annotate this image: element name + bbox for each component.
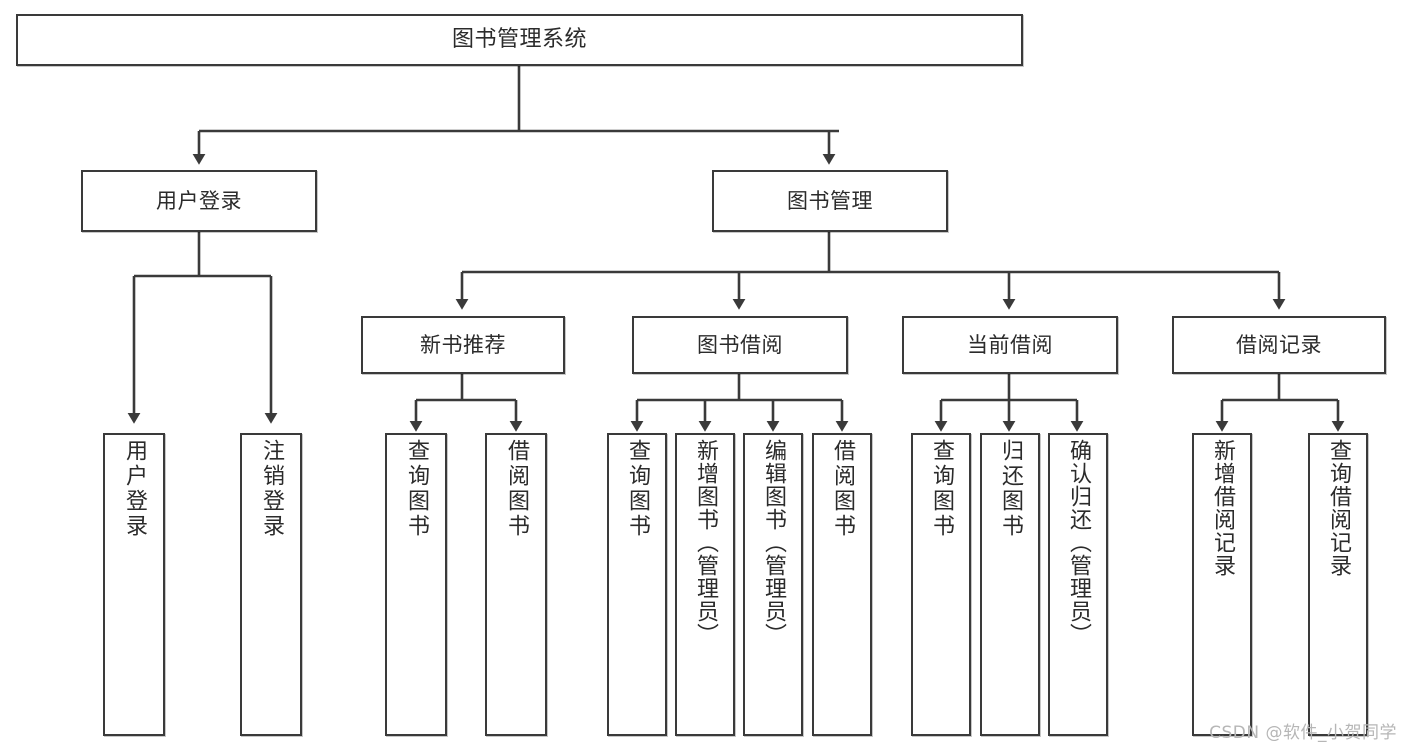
- leaf-new-book-query-books[interactable]: 查询图书: [385, 433, 447, 736]
- leaf-current-borrow-query-books[interactable]: 查询图书: [911, 433, 971, 736]
- node-label: 新增借阅记录: [1210, 439, 1235, 577]
- node-book-management[interactable]: 图书管理: [712, 170, 948, 232]
- node-label: 归还图书: [998, 439, 1023, 539]
- node-label: 确认归还（管理员）: [1066, 439, 1091, 646]
- leaf-book-borrow-query-books[interactable]: 查询图书: [607, 433, 667, 736]
- node-borrow-record[interactable]: 借阅记录: [1172, 316, 1386, 374]
- watermark: CSDN @软件_小贺同学: [1209, 723, 1397, 743]
- leaf-book-borrow-borrow-books[interactable]: 借阅图书: [812, 433, 872, 736]
- node-label: 查询图书: [625, 439, 650, 539]
- node-label: 编辑图书（管理员）: [761, 439, 786, 646]
- node-label: 查询借阅记录: [1326, 439, 1351, 577]
- node-label: 新书推荐: [420, 332, 506, 357]
- leaf-book-borrow-edit-book-admin[interactable]: 编辑图书（管理员）: [743, 433, 803, 736]
- node-root-book-management-system[interactable]: 图书管理系统: [16, 14, 1023, 66]
- node-label: 图书管理: [787, 188, 873, 213]
- node-label: 当前借阅: [967, 332, 1053, 357]
- node-user-login[interactable]: 用户登录: [81, 170, 317, 232]
- node-label: 新增图书（管理员）: [693, 439, 718, 646]
- leaf-new-book-borrow-books[interactable]: 借阅图书: [485, 433, 547, 736]
- node-label: 用户登录: [156, 188, 242, 213]
- node-label: 查询图书: [929, 439, 954, 539]
- leaf-book-borrow-add-book-admin[interactable]: 新增图书（管理员）: [675, 433, 735, 736]
- leaf-current-borrow-return-books[interactable]: 归还图书: [980, 433, 1040, 736]
- node-label: 查询图书: [404, 439, 429, 539]
- node-book-borrow[interactable]: 图书借阅: [632, 316, 848, 374]
- node-label: 借阅图书: [830, 439, 855, 539]
- node-label: 借阅记录: [1236, 332, 1322, 357]
- node-current-borrow[interactable]: 当前借阅: [902, 316, 1118, 374]
- node-label: 图书管理系统: [451, 27, 587, 53]
- node-label: 用户登录: [122, 439, 147, 539]
- node-label: 注销登录: [259, 439, 284, 539]
- node-new-book-recommend[interactable]: 新书推荐: [361, 316, 565, 374]
- leaf-current-borrow-confirm-return-admin[interactable]: 确认归还（管理员）: [1048, 433, 1108, 736]
- node-label: 借阅图书: [504, 439, 529, 539]
- leaf-borrow-record-add-record[interactable]: 新增借阅记录: [1192, 433, 1252, 736]
- node-label: 图书借阅: [697, 332, 783, 357]
- leaf-user-login-login[interactable]: 用户登录: [103, 433, 165, 736]
- leaf-borrow-record-query-record[interactable]: 查询借阅记录: [1308, 433, 1368, 736]
- leaf-user-login-logout[interactable]: 注销登录: [240, 433, 302, 736]
